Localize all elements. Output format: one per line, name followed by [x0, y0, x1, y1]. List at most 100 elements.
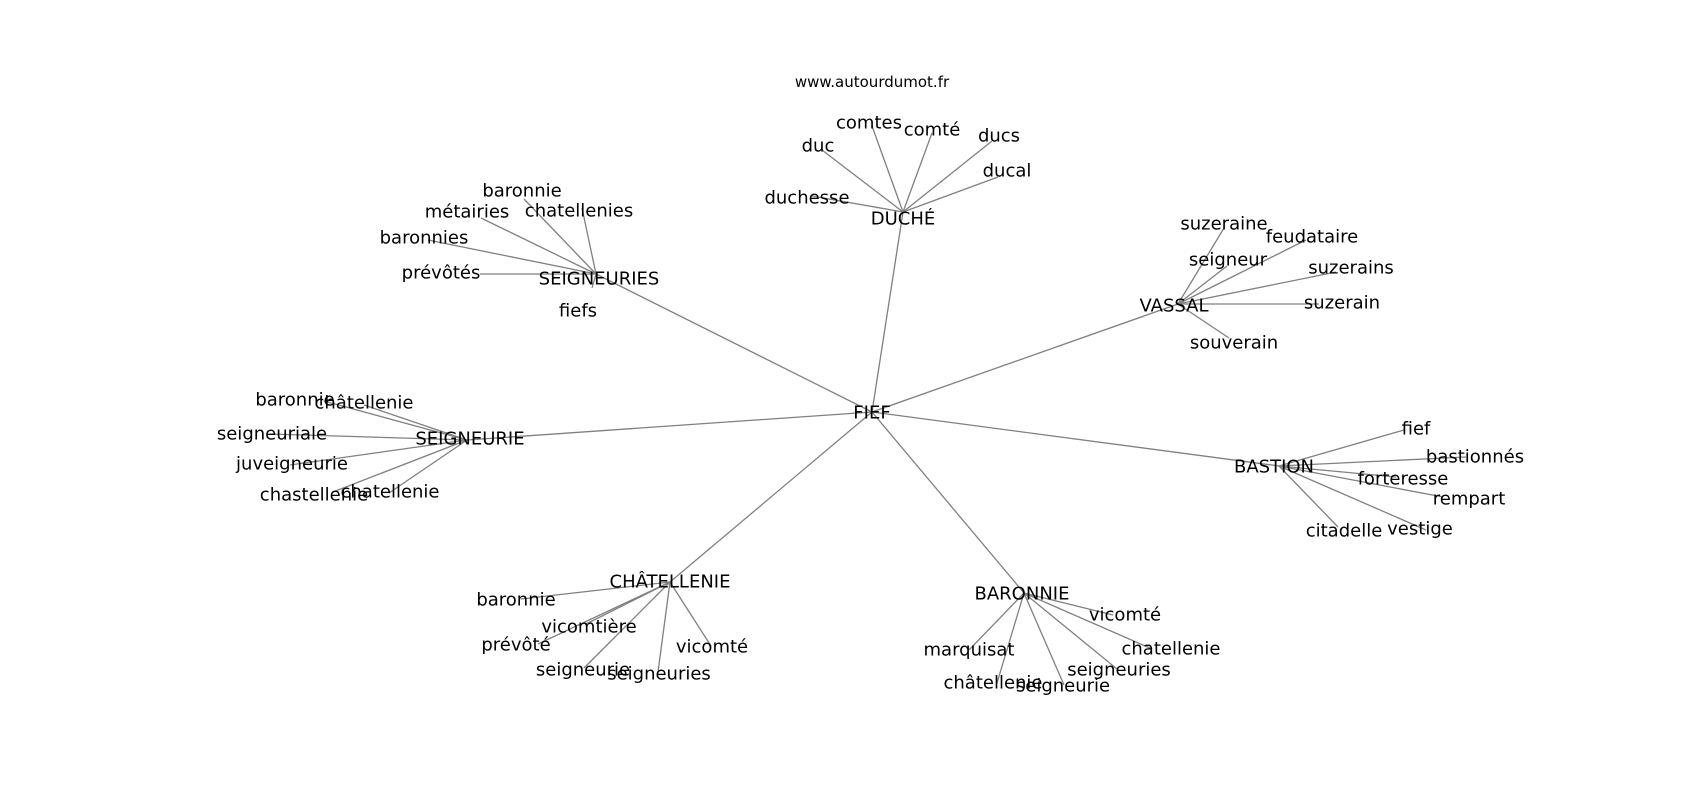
- leaf-node-label: prévôté: [481, 635, 550, 656]
- leaf-node-label: citadelle: [1306, 521, 1383, 542]
- edge-root-duche: [871, 211, 904, 413]
- leaf-node-label: ducs: [978, 126, 1020, 147]
- leaf-node-label: châtellenie: [314, 393, 413, 414]
- leaf-node-label: baronnies: [380, 228, 469, 249]
- edge-chatellenie-leaf-0: [520, 581, 671, 600]
- edge-seigneuries-leaf-5: [591, 273, 597, 289]
- edge-chatellenie-leaf-5: [657, 581, 671, 673]
- edge-seigneurie-leaf-4: [332, 439, 468, 493]
- edge-root-bastion: [871, 411, 1280, 467]
- edge-chatellenie-leaf-3: [669, 581, 712, 647]
- leaf-node-label: seigneuriale: [217, 424, 327, 445]
- leaf-node-label: suzerains: [1308, 258, 1394, 279]
- edge-bastion-leaf-3: [1278, 465, 1444, 498]
- hub-node-label-vassal: VASSAL: [1139, 296, 1208, 317]
- leaf-node-label: vicomté: [1089, 605, 1161, 626]
- hub-node-label-seigneurie: SEIGNEURIE: [415, 429, 524, 450]
- edge-bastion-leaf-5: [1278, 465, 1427, 531]
- hub-node-label-seigneuries: SEIGNEURIES: [539, 269, 660, 290]
- edge-seigneurie-leaf-2: [269, 433, 468, 441]
- leaf-node-label: duc: [802, 136, 835, 157]
- edge-duche-leaf-2: [902, 132, 933, 213]
- edge-baronnie-leaf-1: [968, 592, 1025, 651]
- hub-node-label-chatellenie: CHÂTELLENIE: [610, 571, 731, 593]
- leaf-node-label: métairies: [425, 202, 510, 223]
- source-url: www.autourdumot.fr: [795, 73, 950, 91]
- leaf-node-label: seigneur: [1189, 250, 1268, 271]
- leaf-node-label: seigneuries: [1067, 660, 1171, 681]
- edge-root-vassal: [871, 303, 1179, 413]
- edge-chatellenie-leaf-2: [537, 581, 671, 645]
- edge-vassal-leaf-2: [1177, 265, 1228, 305]
- leaf-node-label: duchesse: [764, 188, 849, 209]
- edge-seigneurie-leaf-0: [323, 400, 468, 441]
- leaf-node-label: fiefs: [559, 301, 597, 322]
- edge-seigneuries-leaf-1: [480, 217, 597, 275]
- edge-vassal-leaf-0: [1177, 227, 1225, 305]
- edge-baronnie-leaf-3: [1023, 592, 1118, 670]
- edge-duche-leaf-5: [811, 195, 904, 213]
- leaf-node-label: baronnie: [476, 590, 555, 611]
- edge-duche-leaf-3: [902, 140, 993, 213]
- edge-chatellenie-leaf-4: [583, 581, 671, 669]
- leaf-node-label: comtes: [836, 113, 902, 134]
- leaf-node-label: seigneurie: [1016, 676, 1110, 697]
- edge-root-seigneurie: [466, 411, 873, 441]
- leaf-node-label: marquisat: [924, 640, 1015, 661]
- leaf-node-label: chatellenie: [340, 482, 439, 503]
- leaf-node-label: fief: [1402, 419, 1431, 440]
- hub-node-label-duche: DUCHÉ: [871, 208, 936, 230]
- edge-baronnie-leaf-5: [1023, 592, 1065, 686]
- leaf-node-label: juveigneurie: [235, 454, 348, 475]
- edge-seigneurie-leaf-3: [289, 439, 468, 466]
- edge-seigneuries-leaf-3: [427, 239, 597, 275]
- edge-duche-leaf-4: [902, 176, 999, 213]
- edge-baronnie-leaf-4: [996, 592, 1025, 684]
- leaf-node-label: baronnie: [255, 390, 334, 411]
- leaf-node-label: vestige: [1387, 519, 1453, 540]
- leaf-node-label: châtellenie: [943, 673, 1042, 694]
- leaf-node-label: seigneuries: [607, 664, 711, 685]
- edge-vassal-leaf-5: [1177, 303, 1230, 339]
- edge-root-seigneuries: [595, 273, 873, 413]
- leaf-node-label: comté: [904, 120, 961, 141]
- leaf-node-label: souverain: [1190, 333, 1278, 354]
- edge-root-baronnie: [871, 411, 1025, 594]
- leaf-node-label: chatellenie: [1121, 639, 1220, 660]
- leaf-node-label: chastellenie: [260, 485, 368, 506]
- leaf-node-label: feudataire: [1266, 227, 1358, 248]
- edges-layer: [269, 125, 1467, 686]
- edge-root-chatellenie: [669, 411, 873, 583]
- leaf-node-label: vicomtière: [541, 617, 636, 638]
- leaf-node-label: rempart: [1433, 489, 1506, 510]
- edge-seigneurie-leaf-1: [363, 404, 468, 441]
- edge-baronnie-leaf-0: [1023, 592, 1114, 616]
- edge-seigneuries-leaf-0: [523, 198, 597, 275]
- leaf-node-label: baronnie: [482, 181, 561, 202]
- leaf-node-label: seigneurie: [536, 660, 630, 681]
- edge-baronnie-leaf-2: [1023, 592, 1153, 650]
- edge-bastion-leaf-1: [1278, 456, 1467, 467]
- edge-bastion-leaf-0: [1278, 429, 1405, 467]
- edge-duche-leaf-0: [821, 149, 904, 213]
- edge-vassal-leaf-3: [1177, 271, 1337, 305]
- leaf-node-label: suzerain: [1304, 293, 1380, 314]
- leaf-node-label: ducal: [983, 161, 1032, 182]
- root-node-label: FIEF: [853, 403, 890, 424]
- edge-seigneuries-leaf-2: [581, 207, 597, 275]
- leaf-node-label: suzeraine: [1180, 214, 1267, 235]
- leaf-node-label: chatellenies: [525, 201, 633, 222]
- edge-duche-leaf-1: [871, 125, 904, 213]
- leaf-node-label: forteresse: [1358, 469, 1449, 490]
- leaf-node-label: vicomté: [676, 637, 748, 658]
- hub-node-label-baronnie: BARONNIE: [975, 584, 1070, 605]
- edge-vassal-leaf-1: [1177, 239, 1307, 305]
- edge-bastion-leaf-2: [1278, 465, 1397, 478]
- hub-node-label-bastion: BASTION: [1234, 457, 1314, 478]
- leaf-node-label: bastionnés: [1426, 447, 1524, 468]
- edge-seigneurie-leaf-5: [388, 439, 468, 494]
- leaf-node-label: prévôtés: [402, 263, 481, 284]
- edge-bastion-leaf-4: [1278, 465, 1339, 528]
